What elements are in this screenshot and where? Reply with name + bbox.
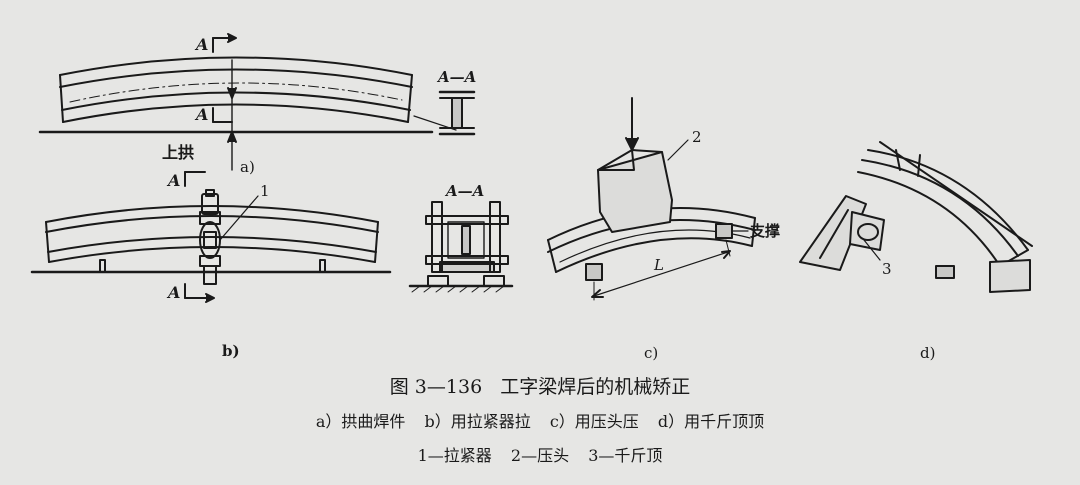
section-aa-b [408,201,514,293]
part-label-1: 1 [260,182,270,200]
section-aa-label-a: A—A [436,68,476,86]
subfigure-caption: d）用千斤顶顶 [657,412,765,431]
supports-c [585,223,749,281]
section-aa-label-b: A—A [444,182,484,200]
beam-a [38,56,434,134]
length-dimension [591,239,731,301]
beam-b [30,205,392,274]
press-head [597,97,689,233]
legend-item: 2—压头 [510,446,570,465]
length-label: L [653,256,664,274]
subfig-label-a: a) [240,158,255,176]
section-mark-a-bottom [212,107,233,123]
tensioner [199,189,259,285]
section-mark-a-top [212,33,237,53]
subfig-label-d: d) [920,344,935,362]
part-label-2: 2 [692,128,702,146]
figure-caption-title: 图 3—136 工字梁焊后的机械矫正 [0,372,1080,399]
figure-title: 工字梁焊后的机械矫正 [500,376,691,398]
part-label-3: 3 [882,260,892,278]
figure-number: 图 3—136 [389,376,483,398]
subfig-label-b: b) [222,342,240,360]
section-mark-b-top [184,171,206,187]
section-label-b-top: A [166,171,180,190]
camber-dimension [195,59,241,171]
legend-item: 3—千斤顶 [588,446,663,465]
legend-item: 1—拉紧器 [417,446,492,465]
subfigure-caption: b）用拉紧器拉 [424,412,531,431]
jack-frame [799,149,955,279]
section-label-b-bottom: A [166,283,180,302]
camber-label: 上拱 [162,143,194,162]
section-aa-a [413,90,476,136]
subfigure-captions: a）拱曲焊件 b）用拉紧器拉 c）用压头压 d）用千斤顶顶 [0,408,1080,432]
subfig-label-c: c) [644,344,658,362]
legend-line: 1—拉紧器 2—压头 3—千斤顶 [0,442,1080,466]
beam-d [857,141,1033,293]
support-label: 支撑 [749,222,780,240]
subfigure-caption: c）用压头压 [549,412,639,431]
section-label-a-top: A [194,35,208,54]
section-label-a-bottom: A [194,105,208,124]
subfigure-caption: a）拱曲焊件 [315,412,406,431]
section-mark-b-bottom [184,283,215,303]
